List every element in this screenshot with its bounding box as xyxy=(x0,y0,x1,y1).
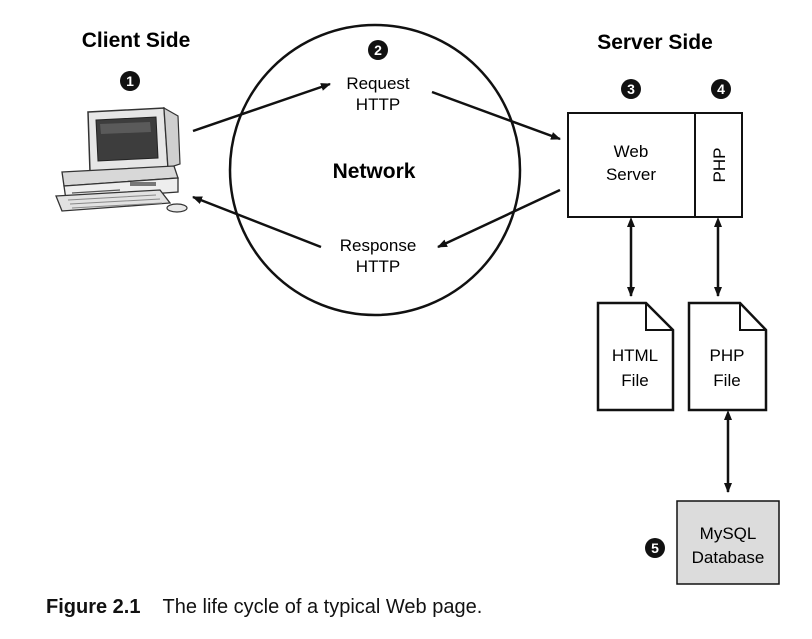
step-1-marker: 1 xyxy=(120,71,140,91)
web-server-box xyxy=(567,112,743,218)
step-5-marker: 5 xyxy=(645,538,665,558)
server-side-heading: Server Side xyxy=(597,31,713,54)
response-label-line2: HTTP xyxy=(356,257,400,276)
figure-caption: Figure 2.1 The life cycle of a typical We… xyxy=(46,596,482,619)
html-file-icon xyxy=(596,301,675,412)
request-arrow-server xyxy=(431,90,561,141)
web-server-label-line2: Server xyxy=(606,165,656,184)
php-module-label: PHP xyxy=(710,148,729,183)
web-server-label-line1: Web xyxy=(614,142,649,161)
mysql-database-box xyxy=(676,500,780,585)
php-file-label-line1: PHP xyxy=(710,346,745,365)
client-side-heading: Client Side xyxy=(82,29,191,52)
response-label-line1: Response xyxy=(340,236,417,255)
network-label: Network xyxy=(333,160,416,183)
mysql-label-line2: Database xyxy=(692,548,765,567)
svg-text:1: 1 xyxy=(126,73,134,89)
computer-icon xyxy=(55,106,188,213)
svg-text:5: 5 xyxy=(651,540,659,556)
php-file-icon xyxy=(687,301,768,412)
svg-text:2: 2 xyxy=(374,42,382,58)
svg-text:4: 4 xyxy=(717,81,725,97)
svg-text:3: 3 xyxy=(627,81,635,97)
figure-caption-text: The life cycle of a typical Web page. xyxy=(162,596,483,618)
step-3-marker: 3 xyxy=(621,79,641,99)
request-arrow-client xyxy=(192,82,331,133)
php-file-label-line2: File xyxy=(713,371,740,390)
response-arrow-server xyxy=(437,188,561,249)
response-arrow-client xyxy=(192,195,322,249)
figure-number: Figure 2.1 xyxy=(46,596,141,618)
html-file-label-line2: File xyxy=(621,371,648,390)
step-4-marker: 4 xyxy=(711,79,731,99)
step-2-marker: 2 xyxy=(368,40,388,60)
network-circle xyxy=(228,23,522,317)
mysql-label-line1: MySQL xyxy=(700,524,757,543)
request-label-line2: HTTP xyxy=(356,95,400,114)
html-file-label-line1: HTML xyxy=(612,346,658,365)
request-label-line1: Request xyxy=(346,74,410,93)
